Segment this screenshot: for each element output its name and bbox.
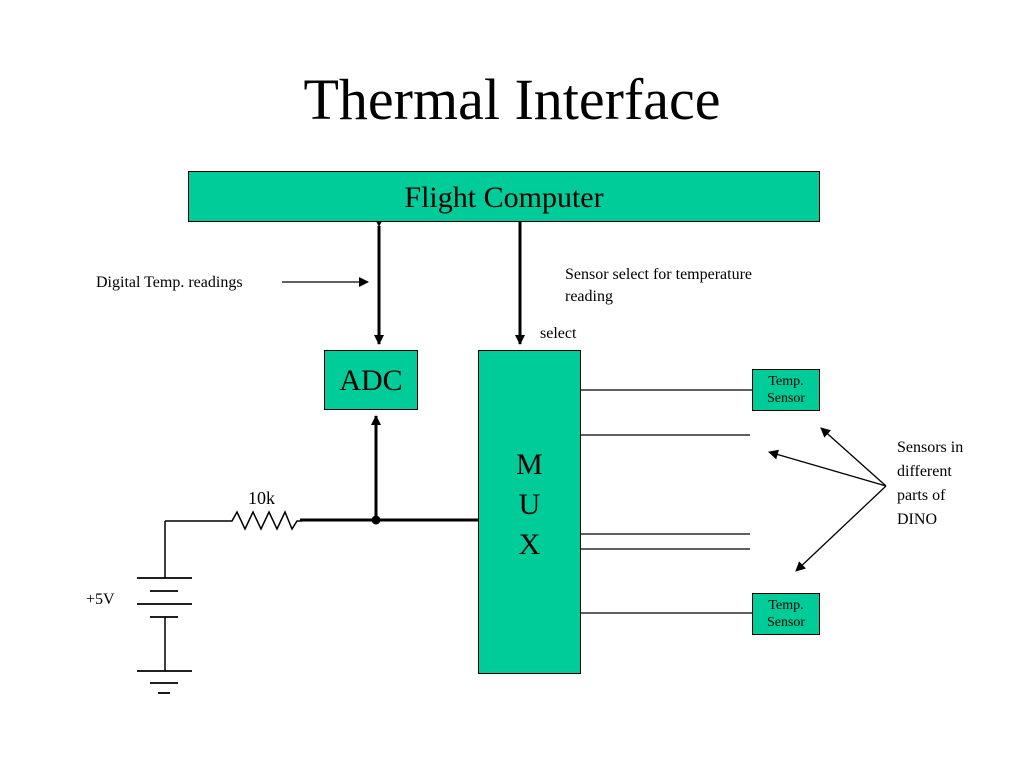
voltage-label: +5V xyxy=(86,591,115,608)
mux-block: M U X xyxy=(478,350,581,674)
mux-letter-x: X xyxy=(518,528,541,561)
flight-computer-block: Flight Computer xyxy=(188,171,820,222)
sensors-note-line1: Sensors in xyxy=(897,439,964,456)
sensor-bottom-line2: Sensor xyxy=(766,615,806,630)
adc-block: ADC xyxy=(324,350,418,410)
note-pointer-1 xyxy=(820,427,887,487)
sensors-note: Sensors in different parts of DINO xyxy=(897,436,963,532)
sensor-bottom-line1: Temp. xyxy=(768,598,804,613)
sensor-top-line2: Sensor xyxy=(766,391,806,406)
junction-node xyxy=(371,515,381,525)
sensor-top-line1: Temp. xyxy=(768,374,804,389)
mux-letter-m: M xyxy=(516,448,543,481)
resistor-10k xyxy=(165,510,302,531)
note-pointer-3 xyxy=(795,485,887,572)
sensor-select-line1: Sensor select for temperature xyxy=(565,266,753,283)
digital-readings-label: Digital Temp. readings xyxy=(96,274,243,291)
resistor-label: 10k xyxy=(248,488,275,508)
temp-sensor-top: Temp. Sensor xyxy=(752,369,820,411)
sensors-note-line3: parts of xyxy=(897,487,946,504)
temp-sensor-bottom: Temp. Sensor xyxy=(752,593,820,635)
select-label: select xyxy=(540,325,577,342)
sensors-note-line4: DINO xyxy=(897,511,937,528)
sensors-note-line2: different xyxy=(897,463,952,480)
sensor-select-label: Sensor select for temperature reading xyxy=(565,264,752,308)
mux-letter-u: U xyxy=(518,488,541,521)
sensor-select-line2: reading xyxy=(565,288,613,305)
note-pointer-2 xyxy=(768,449,887,487)
slide-title: Thermal Interface xyxy=(303,67,721,132)
